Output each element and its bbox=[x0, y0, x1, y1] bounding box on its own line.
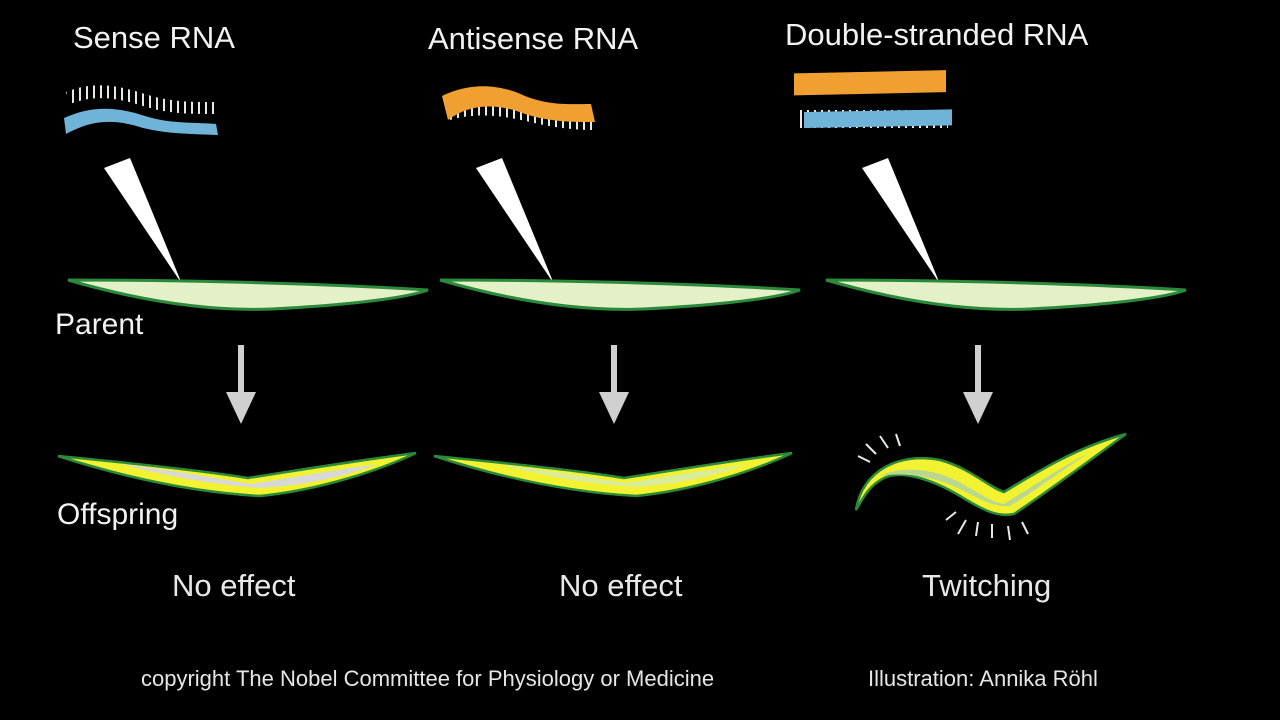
heading-sense-rna: Sense RNA bbox=[73, 20, 235, 55]
parent-worm-3 bbox=[825, 278, 1187, 311]
sense-rna-strand-icon bbox=[64, 85, 218, 135]
illustrator-credit: Illustration: Annika Röhl bbox=[868, 666, 1098, 691]
injection-needle-icon bbox=[104, 158, 182, 284]
antisense-rna-strand-icon bbox=[442, 86, 595, 130]
parent-worm-1 bbox=[67, 278, 429, 311]
injection-needle-icon bbox=[476, 158, 554, 284]
result-antisense-rna: No effect bbox=[559, 568, 683, 603]
double-stranded-rna-icon bbox=[794, 70, 952, 128]
down-arrow-icon bbox=[226, 345, 256, 424]
twitch-marks-icon bbox=[857, 433, 1029, 541]
offspring-worm-2 bbox=[433, 451, 793, 498]
copyright-credit: copyright The Nobel Committee for Physio… bbox=[141, 666, 714, 691]
result-sense-rna: No effect bbox=[172, 568, 296, 603]
row-label-offspring: Offspring bbox=[57, 498, 178, 531]
injection-needle-icon bbox=[862, 158, 940, 284]
offspring-worm-3-twitching bbox=[854, 432, 1127, 517]
row-label-parent: Parent bbox=[55, 308, 144, 341]
down-arrow-icon bbox=[963, 345, 993, 424]
result-double-stranded-rna: Twitching bbox=[922, 568, 1051, 603]
heading-antisense-rna: Antisense RNA bbox=[428, 21, 639, 56]
heading-double-stranded-rna: Double-stranded RNA bbox=[785, 17, 1089, 52]
parent-worm-2 bbox=[439, 278, 801, 311]
offspring-worm-1 bbox=[57, 451, 417, 498]
down-arrow-icon bbox=[599, 345, 629, 424]
